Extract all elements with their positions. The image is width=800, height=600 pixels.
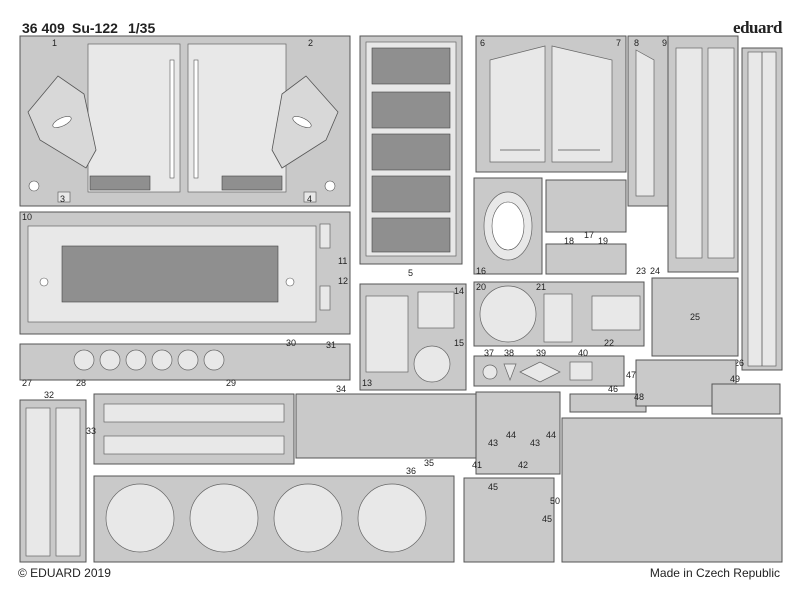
made-in-text: Made in Czech Republic <box>649 566 780 580</box>
part-number-37: 37 <box>484 348 494 358</box>
part-group-37-40: 37 38 39 40 <box>473 348 625 387</box>
part-number-17: 17 <box>584 230 594 240</box>
part-group-6-7: 6 7 <box>475 35 627 173</box>
part-number-15: 15 <box>454 338 464 348</box>
part-group-1-4: 1 2 3 4 <box>19 35 351 207</box>
part-number-35: 35 <box>424 458 434 468</box>
part-group-36: 36 <box>93 466 455 563</box>
part-number-14: 14 <box>454 286 464 296</box>
part-number-47: 47 <box>626 370 636 380</box>
part-number-29: 29 <box>226 378 236 388</box>
part-number-16: 16 <box>476 266 486 276</box>
part-number-38: 38 <box>504 348 514 358</box>
part-number-32: 32 <box>44 390 54 400</box>
part-number-6: 6 <box>480 38 485 48</box>
part-number-40: 40 <box>578 348 588 358</box>
part-number-44b: 44 <box>546 430 556 440</box>
part-number-42: 42 <box>518 460 528 470</box>
part-number-2: 2 <box>308 38 313 48</box>
part-number-26: 26 <box>734 358 744 368</box>
model-scale: 1/35 <box>128 20 156 36</box>
part-number-45b: 45 <box>542 514 552 524</box>
part-number-24: 24 <box>650 266 660 276</box>
part-number-23: 23 <box>636 266 646 276</box>
part-number-5: 5 <box>408 268 413 278</box>
part-number-39: 39 <box>536 348 546 358</box>
part-number-11: 11 <box>338 256 347 266</box>
part-group-26: 26 <box>734 47 783 371</box>
part-number-19: 19 <box>598 236 608 246</box>
part-group-13-15: 13 14 15 <box>359 283 467 391</box>
part-group-25: 25 <box>651 277 739 357</box>
part-group-20-22: 20 21 22 <box>473 281 645 348</box>
part-number-43b: 43 <box>530 438 540 448</box>
part-group-27-31: 27 28 29 30 31 <box>19 338 351 388</box>
part-group-5: 5 <box>359 35 463 278</box>
part-number-12: 12 <box>338 276 348 286</box>
part-number-25: 25 <box>690 312 700 322</box>
part-number-7: 7 <box>616 38 621 48</box>
part-number-45a: 45 <box>488 482 498 492</box>
part-number-44a: 44 <box>506 430 516 440</box>
part-number-50: 50 <box>550 496 560 506</box>
part-number-13: 13 <box>362 378 372 388</box>
model-name: Su-122 <box>72 20 118 36</box>
part-number-49: 49 <box>730 374 740 384</box>
part-number-34: 34 <box>336 384 346 394</box>
part-group-46-50: 46 47 48 49 50 <box>550 359 783 563</box>
part-number-30: 30 <box>286 338 296 348</box>
part-number-33: 33 <box>86 426 96 436</box>
part-number-21: 21 <box>536 282 546 292</box>
part-number-28: 28 <box>76 378 86 388</box>
part-number-46: 46 <box>608 384 618 394</box>
part-number-10: 10 <box>22 212 32 222</box>
part-group-33-34: 33 34 <box>86 384 346 465</box>
part-number-1: 1 <box>52 38 57 48</box>
part-group-35: 35 <box>295 393 479 468</box>
part-group-32: 32 <box>19 390 87 563</box>
brand-logo: eduard <box>733 18 782 37</box>
part-number-43a: 43 <box>488 438 498 448</box>
part-number-20: 20 <box>476 282 486 292</box>
part-number-4: 4 <box>307 194 312 204</box>
part-number-3: 3 <box>60 194 65 204</box>
part-number-22: 22 <box>604 338 614 348</box>
part-group-41-45: 41 42 43 43 44 44 45 45 <box>463 391 561 563</box>
part-number-41: 41 <box>472 460 482 470</box>
part-number-48: 48 <box>634 392 644 402</box>
copyright-text: © EDUARD 2019 <box>18 566 111 580</box>
part-number-31: 31 <box>326 340 336 350</box>
part-group-16-19: 16 17 18 19 <box>473 177 627 276</box>
sheet-code: 36 409 <box>22 20 65 36</box>
part-number-9: 9 <box>662 38 667 48</box>
part-number-8: 8 <box>634 38 639 48</box>
part-number-36: 36 <box>406 466 416 476</box>
part-number-27: 27 <box>22 378 32 388</box>
part-number-18: 18 <box>564 236 574 246</box>
part-group-8-9: 8 9 <box>627 35 739 273</box>
part-group-10: 10 11 12 <box>19 211 351 335</box>
